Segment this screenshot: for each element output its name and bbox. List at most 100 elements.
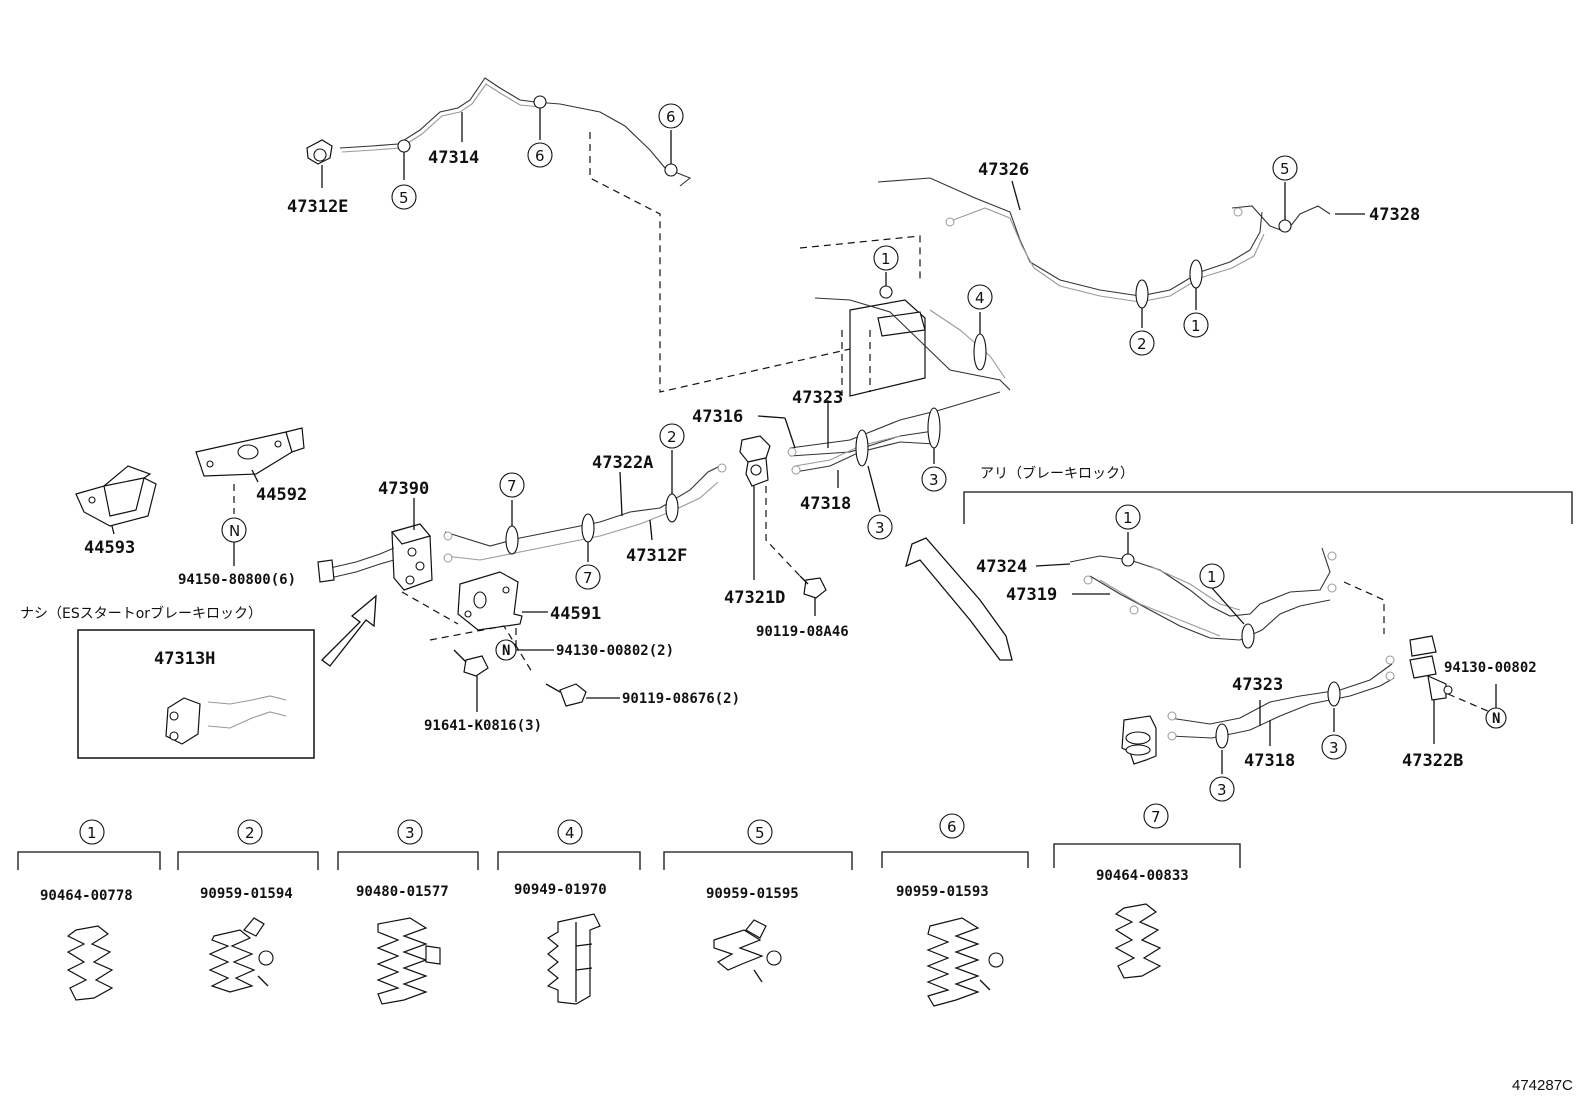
clamp-table-num-6: 6	[947, 818, 957, 836]
tube-47322a	[443, 463, 727, 563]
clamp-table-part-6: 90959-01593	[896, 884, 989, 900]
clamp-table-part-2: 90959-01594	[200, 886, 293, 902]
clamp-marker-5-text: 5	[399, 189, 409, 207]
union-47312e	[306, 139, 333, 165]
clamp-marker-5b	[1272, 155, 1298, 181]
clamp-marker-1b	[873, 245, 899, 271]
clamp-marker-1a	[1183, 312, 1209, 338]
label-94130-00802-2: 94130-00802(2)	[556, 643, 674, 659]
label-44591: 44591	[550, 604, 601, 624]
clamp-table-item-6: 6 90959-01593	[881, 813, 1029, 1007]
tube-47324-47319	[1069, 547, 1337, 649]
clamp-table-num-7: 7	[1151, 808, 1161, 826]
figure-id: 474287C	[1512, 1077, 1573, 1094]
clamp-marker-3b-text: 3	[929, 471, 939, 489]
bolt-90119-08676	[545, 683, 587, 707]
clamp-table-num-2: 2	[245, 824, 255, 842]
clamp-marker-3d	[1321, 734, 1347, 760]
tube-47314	[339, 77, 692, 187]
bracket-44592	[195, 427, 305, 477]
clamp-marker-7a-text: 7	[507, 477, 517, 495]
clamp-marker-7b	[575, 564, 601, 590]
clamp-table-part-4: 90949-01970	[514, 882, 607, 898]
clamp-table-part-7: 90464-00833	[1096, 868, 1189, 884]
tube-47326	[877, 177, 1331, 309]
clamp-marker-3a-text: 3	[875, 519, 885, 537]
clamp-marker-6b-text: 6	[666, 108, 676, 126]
clamp-marker-1c-text: 1	[1123, 509, 1133, 527]
bracket-block-47323	[799, 235, 1011, 397]
label-47390: 47390	[378, 479, 429, 499]
clamp-marker-1b-text: 1	[881, 250, 891, 268]
label-44592: 44592	[256, 485, 307, 505]
bolt-90119-08a46	[799, 575, 827, 599]
label-47322a: 47322A	[592, 453, 653, 473]
label-47318-top: 47318	[800, 494, 851, 514]
clamp-marker-6a-text: 6	[535, 147, 545, 165]
clamp-marker-7a	[499, 472, 525, 498]
label-47312f: 47312F	[626, 546, 687, 566]
note-nashi: ナシ（ESスタートorブレーキロック）	[20, 605, 262, 622]
label-94130-00802-right: 94130-00802	[1444, 660, 1537, 676]
clamp-table-num-3: 3	[405, 824, 415, 842]
clamp-table-item-3: 3 90480-01577	[337, 819, 479, 1005]
clamp-marker-5	[391, 184, 417, 210]
clamp-marker-1d-text: 1	[1207, 568, 1217, 586]
label-47318-right: 47318	[1244, 751, 1295, 771]
clamp-marker-3c-text: 3	[1217, 781, 1227, 799]
clamp-marker-2-text: 2	[1137, 335, 1147, 353]
ari-bracket-line	[963, 491, 1573, 524]
clamp-marker-1d	[1199, 563, 1225, 589]
clamp-table-item-2: 2 90959-01594	[177, 819, 319, 993]
arrow-to-ari	[905, 537, 1013, 661]
clamp-marker-3a	[867, 514, 893, 540]
arrow-to-valve	[321, 594, 377, 667]
clamp-table-item-1: 1 90464-00778	[17, 819, 161, 1001]
clamp-table-item-4: 4 90949-01970	[497, 819, 641, 1005]
label-90119-08a46: 90119-08A46	[756, 624, 849, 640]
union-47321d	[739, 435, 771, 487]
variant-box-47313h	[77, 629, 315, 759]
clamp-marker-4	[967, 284, 993, 310]
clamp-marker-6a	[527, 142, 553, 168]
label-44593: 44593	[84, 538, 135, 558]
label-47326: 47326	[978, 160, 1029, 180]
label-47312e: 47312E	[287, 197, 348, 217]
clamp-marker-3b	[921, 466, 947, 492]
bracket-44593	[75, 465, 157, 527]
label-91641-k0816: 91641-K0816(3)	[424, 718, 542, 734]
label-47323-top: 47323	[792, 388, 843, 408]
union-47322b	[1409, 635, 1453, 701]
label-47313h: 47313H	[154, 649, 215, 669]
label-47323-right: 47323	[1232, 675, 1283, 695]
label-47324: 47324	[976, 557, 1027, 577]
clamp-marker-3d-text: 3	[1329, 739, 1339, 757]
tube-47323-47318-right	[1167, 655, 1395, 749]
nut-marker-n2-text: N	[502, 643, 510, 659]
clamp-table-item-7: 7 90464-00833	[1053, 803, 1241, 979]
clamp-table-part-3: 90480-01577	[356, 884, 449, 900]
label-47322b: 47322B	[1402, 751, 1463, 771]
clamp-marker-6b	[658, 103, 684, 129]
clamp-marker-1a-text: 1	[1191, 317, 1201, 335]
clamp-table-part-5: 90959-01595	[706, 886, 799, 902]
clamp-marker-3c	[1209, 776, 1235, 802]
clamp-table-num-5: 5	[755, 824, 765, 842]
label-47328: 47328	[1369, 205, 1420, 225]
label-47319: 47319	[1006, 585, 1057, 605]
clamp-marker-1c	[1115, 504, 1141, 530]
bracket-44591	[457, 571, 523, 631]
clamp-table-item-5: 5 90959-01595	[663, 819, 853, 983]
label-47321d: 47321D	[724, 588, 785, 608]
union-47313h	[165, 695, 287, 745]
label-47316: 47316	[692, 407, 743, 427]
clamp-table-part-1: 90464-00778	[40, 888, 133, 904]
clamp-marker-7b-text: 7	[583, 569, 593, 587]
label-47314: 47314	[428, 148, 479, 168]
valve-47390	[317, 523, 433, 591]
nut-marker-n3-text: N	[1492, 711, 1500, 727]
nut-marker-n-text: N	[229, 522, 240, 540]
clamp-table-num-4: 4	[565, 824, 575, 842]
clamp-table-num-1: 1	[87, 824, 97, 842]
